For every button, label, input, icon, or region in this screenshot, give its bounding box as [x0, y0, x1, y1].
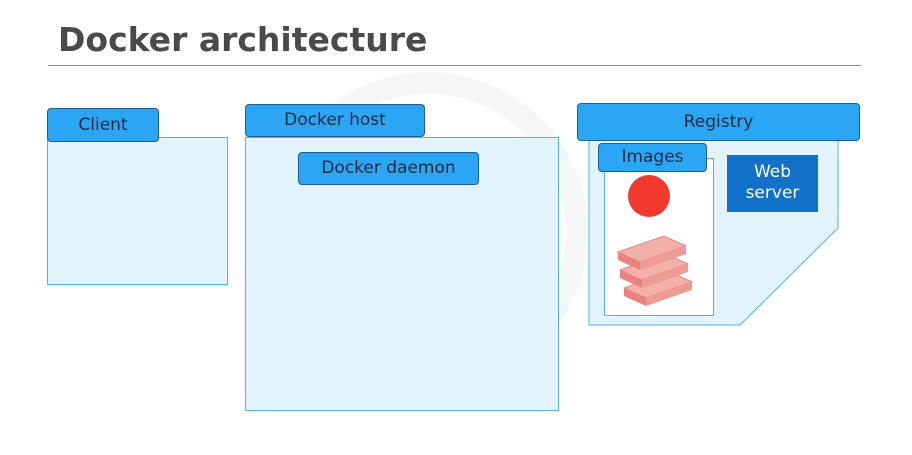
image-layers-icon [616, 235, 694, 306]
docker-host-tab: Docker host [245, 104, 425, 137]
container-image-icon [628, 175, 670, 217]
docker-daemon-box: Docker daemon [298, 152, 479, 185]
web-server-line-1: Web [753, 162, 792, 182]
title-divider [48, 65, 861, 66]
registry-tab: Registry [577, 103, 860, 141]
page-title: Docker architecture [58, 20, 428, 59]
web-server-line-2: server [745, 183, 800, 203]
images-tab: Images [598, 143, 707, 172]
client-panel [47, 137, 228, 285]
web-server-box: Web server [727, 155, 818, 212]
client-tab: Client [47, 108, 159, 142]
